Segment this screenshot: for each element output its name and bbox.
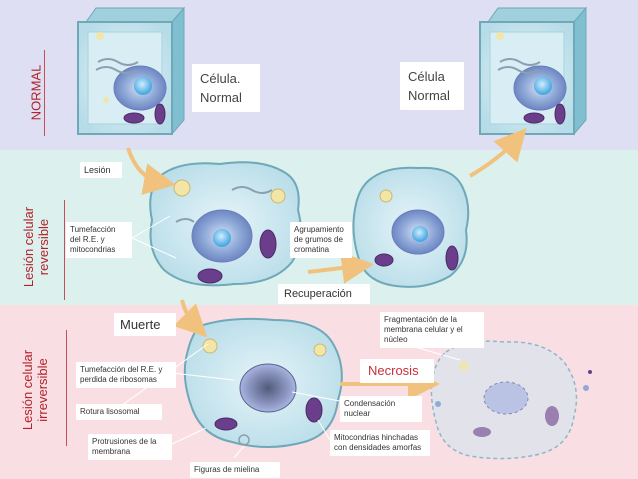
section-label-normal: NORMAL bbox=[28, 64, 44, 121]
label-normal-cell-1: Célula. Normal bbox=[192, 64, 260, 112]
label-mitochondria: Mitocondrias hinchadas con densidades am… bbox=[330, 430, 430, 456]
arrow-back-to-normal bbox=[468, 128, 527, 178]
label-normal-cell-2: Célula Normal bbox=[400, 62, 464, 110]
flow-arrows bbox=[126, 128, 527, 400]
label-myelin: Figuras de mielina bbox=[190, 462, 280, 478]
label-fragmentation: Fragmentación de la membrana celular y e… bbox=[380, 312, 484, 348]
section-label-irreversible: Lesión celular irreversible bbox=[20, 349, 50, 431]
swollen-cell bbox=[149, 161, 302, 287]
arrow-recovery bbox=[307, 252, 374, 284]
label-death: Muerte bbox=[114, 313, 176, 336]
arrow-injury bbox=[126, 147, 176, 195]
normal-cell-right bbox=[479, 6, 588, 136]
section-divider-normal bbox=[44, 50, 45, 136]
label-chromatin: Agrupamiento de grumos de cromatina bbox=[290, 222, 352, 258]
label-injury: Lesión bbox=[80, 162, 122, 178]
label-lysosome: Rotura lisosomal bbox=[76, 404, 162, 420]
section-divider-reversible bbox=[64, 200, 65, 300]
label-er-swelling: Tumefacción del R.E. y perdida de riboso… bbox=[76, 362, 176, 388]
label-protrusions: Protrusiones de la membrana bbox=[88, 434, 172, 460]
label-swelling: Tumefacción del R.E. y mitocondrias bbox=[66, 222, 132, 258]
section-label-reversible: Lesión celular reversible bbox=[21, 206, 51, 288]
arrow-death bbox=[173, 299, 208, 338]
irreversible-cell bbox=[183, 317, 343, 448]
label-recovery: Recuperación bbox=[278, 284, 370, 304]
section-divider-irreversible bbox=[66, 330, 67, 446]
recovering-cell bbox=[352, 166, 470, 288]
label-condensation: Condensación nuclear bbox=[340, 396, 422, 422]
label-necrosis: Necrosis bbox=[360, 359, 434, 383]
normal-cell-left bbox=[77, 6, 186, 136]
